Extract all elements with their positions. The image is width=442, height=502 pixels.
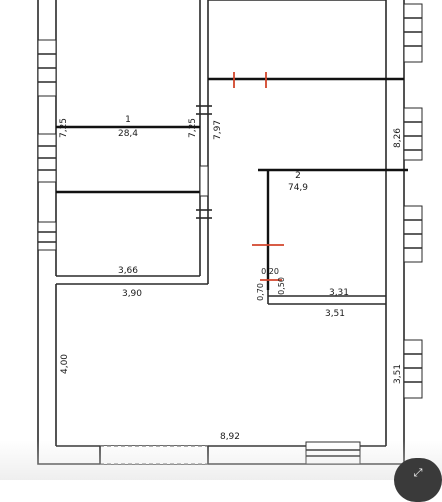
inner-openings [196,105,212,219]
dim-3-51-vertical: 3,51 [393,364,403,384]
dim-0-20: 0,20 [261,267,279,276]
room-1-area: 28,4 [118,129,138,139]
dim-3-51-horizontal: 3,51 [325,309,345,319]
floor-plan: 1 28,4 2 74,9 7,25 7,25 7,97 8,26 3,66 3… [37,0,423,465]
room-1-walls [55,0,209,446]
red-markers [233,72,284,281]
room-2-walls [208,0,386,305]
outer-walls [37,0,405,465]
dim-7-97: 7,97 [213,120,223,140]
room-1-number: 1 [125,115,131,125]
dim-7-25-left: 7,25 [59,118,69,138]
dim-8-92: 8,92 [220,432,240,442]
dim-0-50: 0,50 [277,277,286,295]
dim-7-25-right: 7,25 [188,118,198,138]
dim-0-70: 0,70 [256,283,265,301]
dim-3-90: 3,90 [122,289,142,299]
room-2-number: 2 [295,171,301,181]
expand-button[interactable]: ⤢ [394,458,442,502]
right-windows [403,3,423,399]
dim-8-26: 8,26 [393,128,403,148]
dim-4-00: 4,00 [60,354,70,374]
dim-3-31: 3,31 [329,288,349,298]
room-2-area: 74,9 [288,183,308,193]
partitions [56,77,408,290]
dim-3-66: 3,66 [118,266,138,276]
left-windows [37,39,57,251]
expand-icon: ⤢ [413,466,423,479]
